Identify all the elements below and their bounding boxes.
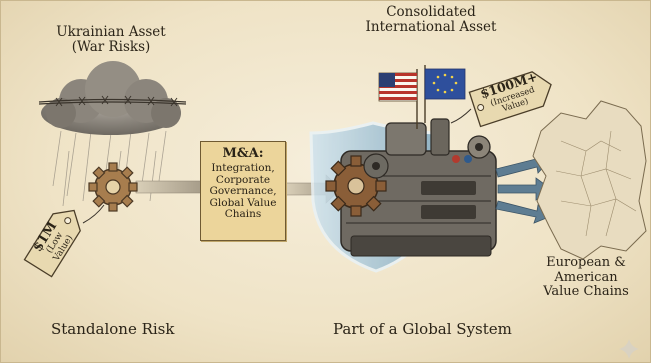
center-footer: Part of a Global System bbox=[333, 320, 512, 338]
ma-box-line2: Corporate bbox=[215, 173, 271, 186]
price-tag-icon bbox=[23, 209, 81, 278]
europe-map-icon bbox=[532, 100, 647, 260]
eu-flag-icon bbox=[424, 65, 466, 123]
left-title: Ukrainian Asset (War Risks) bbox=[41, 24, 181, 56]
left-title-line1: Ukrainian Asset bbox=[56, 24, 166, 40]
center-title-line2: International Asset bbox=[365, 19, 497, 36]
ma-box-line4: Global Value bbox=[209, 196, 277, 209]
ma-box-body: Integration, Corporate Governance, Globa… bbox=[201, 162, 285, 221]
center-title-line1: Consolidated bbox=[386, 4, 476, 20]
left-title-line2: (War Risks) bbox=[71, 39, 151, 56]
value-chains-caption-line2: American bbox=[554, 269, 618, 285]
ma-box-line5: Chains bbox=[224, 208, 262, 221]
value-chains-caption-line1: European & bbox=[546, 255, 626, 270]
gear-icon bbox=[88, 162, 138, 212]
price-tag-icon bbox=[468, 71, 552, 128]
arrow-icon bbox=[495, 152, 552, 224]
ma-box-title: M&A: bbox=[222, 146, 264, 161]
ma-box-line3: Governance, bbox=[209, 185, 277, 198]
storm-cloud-icon bbox=[41, 61, 181, 135]
barbed-wire-icon bbox=[38, 95, 187, 107]
us-flag-icon bbox=[378, 69, 418, 129]
ma-box-line1: Integration, bbox=[211, 162, 275, 174]
gear-icon bbox=[325, 155, 387, 217]
value-chains-caption-line3: Value Chains bbox=[543, 284, 629, 300]
center-title: Consolidated International Asset bbox=[346, 4, 516, 36]
value-chains-caption: European & American Value Chains bbox=[536, 255, 636, 300]
sparkle-icon bbox=[619, 339, 639, 359]
ma-box: M&A: Integration, Corporate Governance, … bbox=[200, 141, 286, 241]
gear-icon bbox=[363, 153, 389, 179]
left-footer: Standalone Risk bbox=[51, 320, 175, 338]
